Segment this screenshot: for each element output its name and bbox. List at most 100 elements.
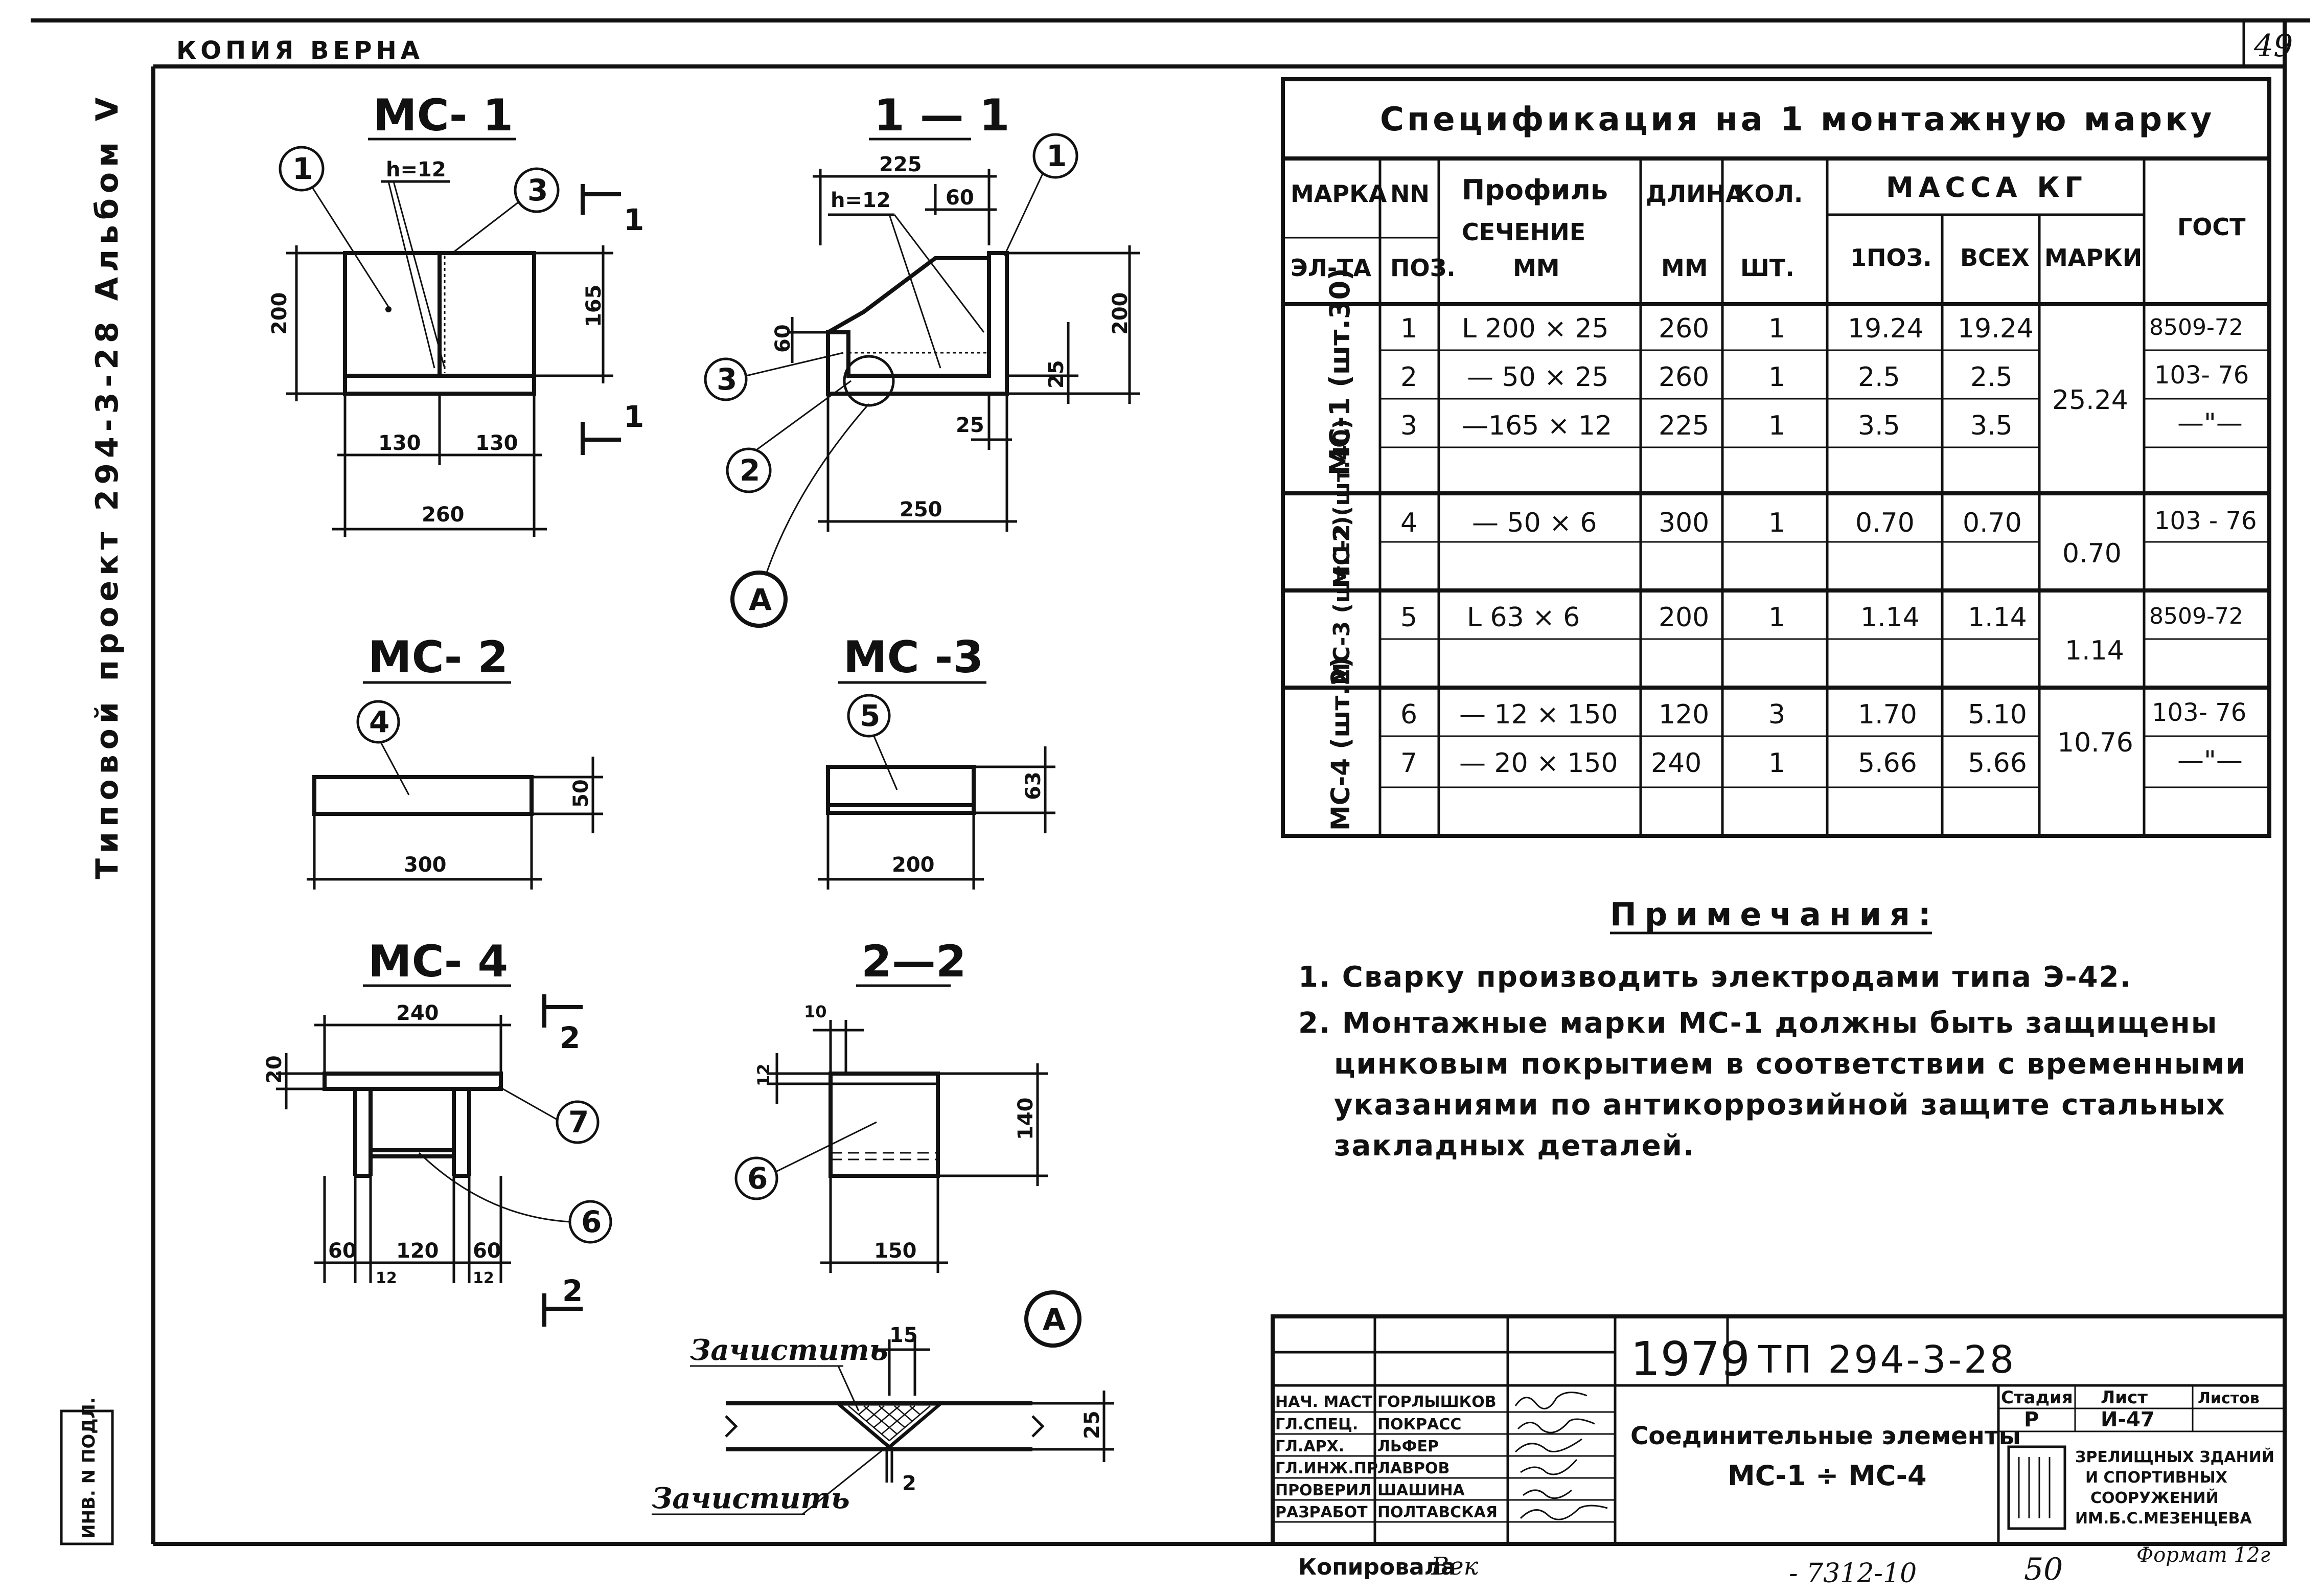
svg-text:3: 3 (717, 362, 737, 397)
sec22-dim-width: 150 (874, 1239, 917, 1263)
drawing-mc4: МС- 4 240 20 60 120 60 12 12 7 (263, 936, 612, 1327)
svg-text:103 - 76: 103 - 76 (2154, 507, 2257, 535)
mc1-bubble-1: 1 (279, 146, 392, 312)
mc1-dim-half-left: 130 (378, 431, 421, 455)
sec11-dim-height: 200 (1109, 292, 1132, 335)
side-title: Типовой проект 294-3-28 Альбом V (89, 93, 125, 879)
svg-text:2: 2 (740, 453, 760, 488)
svg-text:1: 1 (624, 399, 644, 434)
spec-header-qty: КОЛ. (1735, 180, 1803, 208)
sec22-bubble-6: 6 (734, 1121, 877, 1200)
title-org-1: ЗРЕЛИЩНЫХ ЗДАНИЙ (2075, 1448, 2274, 1466)
svg-text:5: 5 (1400, 602, 1417, 633)
mc2-dim-thk: 50 (569, 779, 593, 808)
drawing-mc3: МС -3 63 200 5 (818, 632, 1055, 890)
footer-copied: Копировала (1298, 1554, 1456, 1580)
spec-group-mark-1: МС-1 (шт.30) (1324, 268, 1356, 475)
specification-table: Спецификация на 1 монтажную марку МАРКА … (1281, 77, 2271, 838)
svg-text:3.5: 3.5 (1858, 411, 1900, 441)
svg-text:4: 4 (369, 704, 389, 739)
svg-text:120: 120 (1659, 699, 1709, 730)
svg-text:0.70: 0.70 (1963, 508, 2022, 538)
spec-header-profile2: СЕЧЕНИЕ (1462, 218, 1585, 246)
note-1: 1. Сварку производить электродами типа Э… (1298, 961, 2132, 994)
person-name-2: ПОКРАСС (1377, 1416, 1461, 1433)
svg-text:7: 7 (568, 1105, 589, 1140)
notes-title: Примечания: (1610, 896, 1939, 933)
notes-block: Примечания: 1. Сварку производить электр… (1298, 896, 2246, 1163)
svg-text:— 50 × 6: — 50 × 6 (1472, 508, 1597, 538)
svg-text:A: A (1043, 1302, 1066, 1337)
svg-text:1: 1 (1768, 411, 1785, 441)
drawing-detail-a: A 15 25 2 Зачистить (652, 1290, 1114, 1515)
svg-text:5.10: 5.10 (1968, 699, 2027, 730)
svg-text:— 12 × 150: — 12 × 150 (1459, 699, 1618, 730)
svg-text:6: 6 (1400, 699, 1417, 730)
svg-text:225: 225 (1659, 411, 1709, 441)
mc1-dim-half-right: 130 (475, 431, 518, 455)
spec-row-3: 3 —165 × 12 225 1 3.5 3.5 —"— (1400, 408, 2243, 441)
person-role-2: ГЛ.СПЕЦ. (1275, 1416, 1358, 1433)
note-2-line-4: закладных деталей. (1334, 1129, 1695, 1163)
mc1-section-mark-bottom: 1 (581, 399, 644, 455)
mc3-bubble-5: 5 (847, 694, 898, 790)
sheet-number: 49 (2253, 28, 2293, 64)
title-org-4: ИМ.Б.С.МЕЗЕНЦЕВА (2075, 1510, 2252, 1528)
mc4-section-mark-bottom: 2 (542, 1273, 583, 1327)
svg-text:4: 4 (1400, 508, 1417, 538)
svg-text:1.14: 1.14 (1968, 602, 2027, 633)
spec-group-mass-4: 10.76 (2057, 727, 2133, 758)
person-role-4: ГЛ.ИНЖ.ПР (1275, 1460, 1378, 1477)
svg-text:8509-72: 8509-72 (2149, 314, 2243, 340)
spec-row-4: 4 — 50 × 6 300 1 0.70 0.70 103 - 76 (1400, 507, 2257, 538)
svg-text:A: A (749, 582, 772, 617)
svg-text:1: 1 (1768, 748, 1785, 779)
spec-title: Спецификация на 1 монтажную марку (1380, 101, 2215, 139)
detail-a-clean-bottom: Зачистить (652, 1482, 850, 1515)
mc1-title: МС- 1 (373, 90, 513, 141)
sec11-dim-bottom: 250 (900, 498, 942, 521)
svg-text:1: 1 (1768, 602, 1785, 633)
svg-text:1: 1 (1400, 313, 1417, 344)
svg-text:1: 1 (1768, 313, 1785, 344)
sec11-dim-t2: 25 (956, 414, 984, 437)
person-name-4: ЛАВРОВ (1377, 1460, 1449, 1477)
sheet-frame (31, 18, 2310, 1546)
title-stage-header: Стадия (2001, 1387, 2073, 1408)
spec-header-profile3: ММ (1513, 254, 1560, 282)
svg-text:103- 76: 103- 76 (2152, 698, 2246, 727)
sec11-bubble-3: 3 (704, 352, 844, 401)
sec11-weld: h=12 (831, 189, 891, 212)
signatures (1514, 1392, 1608, 1520)
title-name-1: Соединительные элементы (1630, 1422, 2021, 1450)
svg-text:6: 6 (747, 1161, 768, 1196)
mc1-dim-total: 260 (422, 503, 465, 527)
svg-text:—165 × 12: —165 × 12 (1462, 411, 1612, 441)
sec11-title: 1 — 1 (874, 90, 1010, 141)
title-block: 1979 ТП 294-3-28 Соединительные элементы… (1271, 1314, 2287, 1546)
svg-text:— 50 × 25: — 50 × 25 (1467, 362, 1609, 393)
svg-text:19.24: 19.24 (1848, 313, 1924, 344)
svg-text:2: 2 (562, 1273, 583, 1308)
spec-header-mass: МАССА КГ (1886, 171, 2087, 203)
spec-header-mark: МАРКА (1291, 180, 1387, 208)
spec-group-mark-2: МС-2 (шт.40) (1329, 419, 1355, 588)
svg-text:2.5: 2.5 (1970, 362, 2013, 393)
sec22-title: 2—2 (861, 936, 967, 987)
mc1-section-mark-top: 1 (581, 184, 644, 237)
footer-page: 50 (2024, 1552, 2063, 1587)
svg-text:3: 3 (1400, 411, 1417, 441)
title-project: ТП 294-3-28 (1758, 1338, 2016, 1382)
spec-header-mark2: ЭЛ-ТА (1291, 254, 1371, 282)
spec-header-mass-one: 1ПОЗ. (1850, 244, 1932, 271)
mc4-dim-a: 60 (328, 1239, 357, 1263)
sec11-dim-t1: 25 (1045, 360, 1068, 389)
svg-text:1: 1 (1768, 508, 1785, 538)
person-name-1: ГОРЛЫШКОВ (1377, 1393, 1497, 1411)
spec-header-mass-mark: МАРКИ (2044, 244, 2142, 271)
spec-header-pos: NN (1390, 180, 1430, 208)
mc4-bubble-6: 6 (418, 1152, 612, 1244)
svg-text:1.14: 1.14 (1860, 602, 1920, 633)
spec-row-7: 7 — 20 × 150 240 1 5.66 5.66 —"— (1400, 745, 2243, 779)
